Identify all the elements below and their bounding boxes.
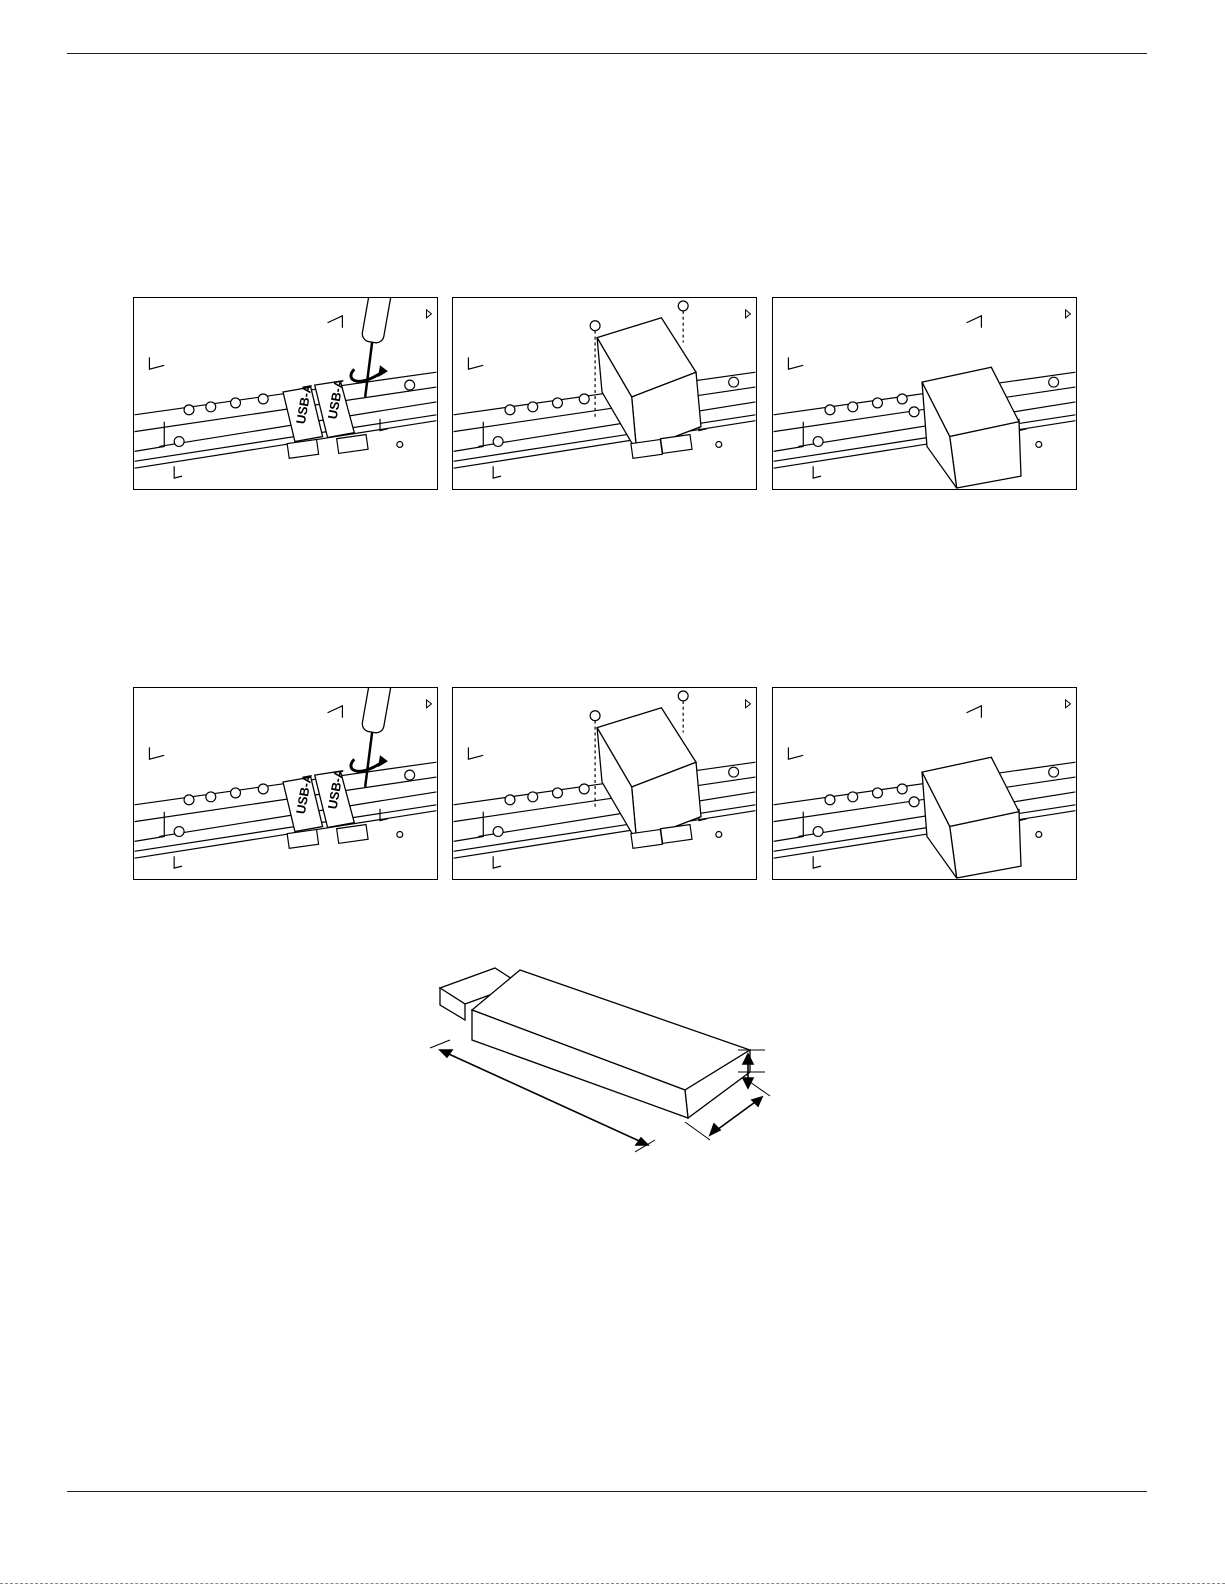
figure-panel-row1-step3 — [772, 297, 1077, 490]
usb-dimension-diagram — [420, 960, 780, 1160]
usb-stick-dimensions — [420, 960, 780, 1160]
unscrew-illustration: USB-A USB-A — [134, 298, 437, 489]
cover-installed-illustration — [773, 688, 1076, 879]
attach-cover-illustration — [453, 688, 756, 879]
page-edge — [0, 1583, 1225, 1584]
figure-panel-row1-step2 — [452, 297, 757, 490]
figure-panel-row2-step2 — [452, 687, 757, 880]
footer-rule — [67, 1491, 1147, 1492]
figure-panel-row2-step1: USB-A USB-A — [133, 687, 438, 880]
usb-cover — [922, 757, 1021, 878]
header-rule — [67, 53, 1147, 54]
figure-panel-row2-step3 — [772, 687, 1077, 880]
usb-a-stick: USB-A USB-A — [283, 768, 368, 849]
figure-panel-row1-step1: USB-A USB-A — [133, 297, 438, 490]
cover-installed-illustration — [773, 298, 1076, 489]
attach-cover-illustration — [453, 298, 756, 489]
unscrew-illustration: USB-A USB-A — [134, 688, 437, 879]
usb-a-stick: USB-A USB-A — [283, 378, 368, 459]
usb-cover — [922, 367, 1021, 488]
